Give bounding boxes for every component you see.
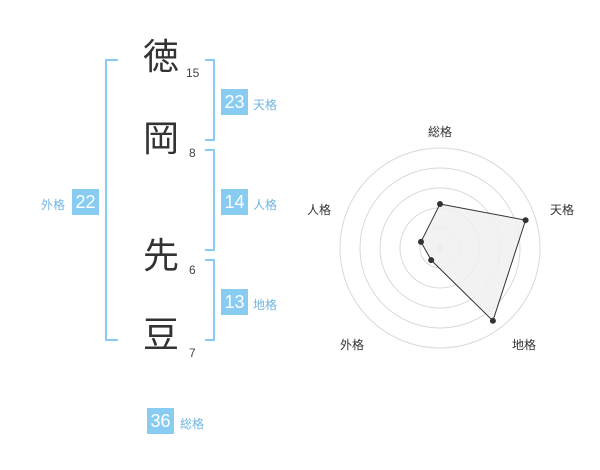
stroke-count-2: 8: [189, 146, 196, 160]
gaikaku-label: 外格: [41, 198, 66, 212]
chikaku-label: 地格: [253, 298, 278, 312]
radar-point-3: [489, 317, 496, 324]
jinkaku-value: 14: [221, 189, 248, 215]
radar-point-5: [417, 238, 424, 245]
jinkaku-label: 人格: [253, 198, 278, 212]
stroke-count-4: 7: [189, 346, 196, 360]
radar-polygon: [420, 203, 527, 322]
radar-axis-label-1: 総格: [428, 125, 453, 139]
soukaku-label: 総格: [180, 417, 205, 431]
tenkaku-value: 23: [221, 89, 248, 115]
name-char-1: 徳: [143, 37, 180, 78]
soukaku-value: 36: [147, 408, 174, 434]
name-char-2: 岡: [143, 119, 180, 160]
radar-axis-label-3: 地格: [512, 338, 537, 352]
gaikaku-value: 22: [72, 189, 99, 215]
chikaku-value: 13: [221, 289, 248, 315]
radar-point-2: [522, 217, 529, 224]
stroke-count-3: 6: [189, 263, 196, 277]
radar-ring: [339, 147, 541, 349]
radar-axis-label-4: 外格: [340, 338, 365, 352]
radar-axis-label-2: 天格: [550, 203, 575, 217]
name-char-3: 先: [143, 236, 180, 277]
stroke-count-1: 15: [186, 66, 200, 80]
tenkaku-label: 天格: [253, 98, 278, 112]
radar-axis-label-5: 人格: [307, 203, 332, 217]
name-char-4: 豆: [143, 315, 180, 356]
radar-point-1: [437, 201, 443, 207]
radar-point-4: [428, 257, 435, 264]
radar-ring: [359, 167, 521, 329]
